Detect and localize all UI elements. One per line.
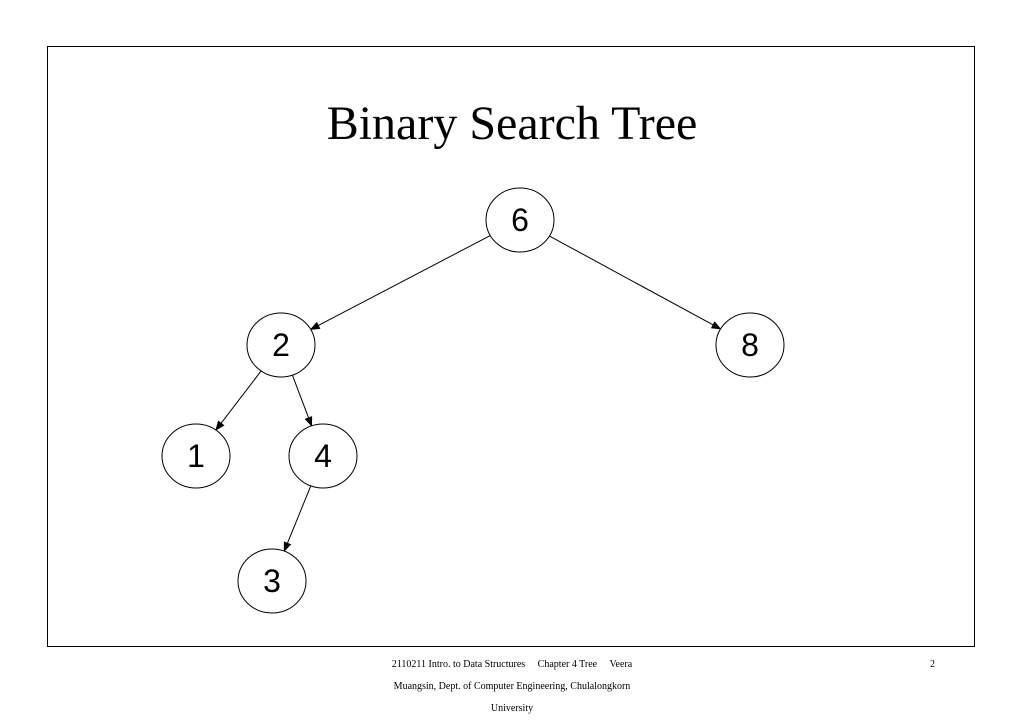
footer-line-2: Muangsin, Dept. of Computer Engineering,…	[393, 681, 631, 692]
edge-n2-n1	[215, 370, 262, 431]
tree-node-2: 2	[246, 312, 316, 378]
footer-line-3: University	[490, 703, 534, 714]
node-label: 2	[272, 327, 290, 363]
slide-title: Binary Search Tree	[326, 97, 698, 150]
footer-line-1: 2110211 Intro. to Data Structures Chapte…	[391, 659, 633, 670]
node-circle	[246, 312, 316, 378]
node-circle	[485, 187, 555, 253]
edge-n4-n3	[283, 485, 312, 553]
tree-edges	[215, 235, 722, 553]
footer: 2110211 Intro. to Data Structures Chapte…	[0, 654, 1024, 720]
node-label: 3	[263, 563, 281, 599]
node-circle	[237, 548, 307, 614]
node-circle	[161, 423, 231, 489]
edge-n6-n2	[309, 235, 491, 330]
tree-node-1: 1	[161, 423, 231, 489]
tree-node-8: 8	[715, 312, 785, 378]
slide-frame	[47, 46, 975, 647]
node-label: 8	[741, 327, 759, 363]
page-number: 2	[930, 659, 935, 670]
tree-node-3: 3	[237, 548, 307, 614]
node-label: 4	[314, 438, 332, 474]
node-circle	[715, 312, 785, 378]
edge-n6-n8	[549, 235, 722, 330]
tree-node-4: 4	[288, 423, 358, 489]
node-circle	[288, 423, 358, 489]
node-label: 6	[511, 202, 529, 238]
node-label: 1	[187, 438, 205, 474]
edge-n2-n4	[291, 374, 313, 427]
tree-node-6: 6	[485, 187, 555, 253]
